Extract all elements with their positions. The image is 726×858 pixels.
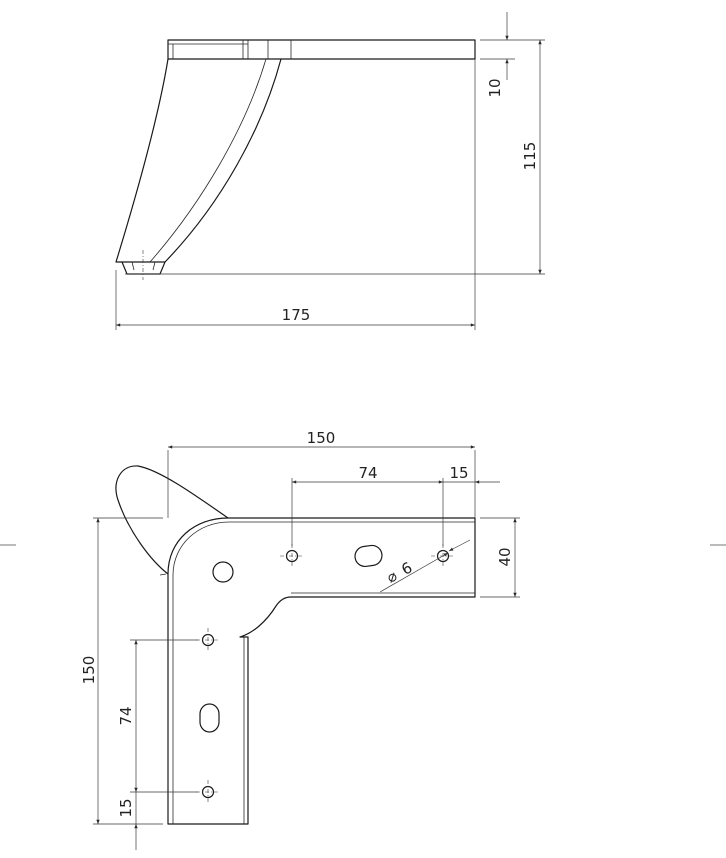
dim-hole-spacing-h: 74: [292, 464, 443, 484]
side-view: 10 115 175: [115, 12, 545, 330]
side-view-leg: [115, 58, 282, 280]
dim-length-label: 175: [282, 306, 311, 324]
dim-edge-offset-v-label: 15: [117, 798, 135, 817]
dim-hole-diameter-label: 6: [398, 558, 415, 578]
mount-hole-1: [280, 544, 304, 568]
dim-hole-spacing-v: 74: [117, 640, 138, 792]
dim-overall-width: 150: [168, 429, 475, 449]
leg-wing: [115, 465, 229, 575]
dim-hole-spacing-h-label: 74: [358, 464, 377, 482]
mount-hole-3: [196, 628, 220, 652]
dim-length: 175: [116, 306, 475, 327]
slot-vertical: [199, 703, 220, 733]
dim-edge-offset-v: 15: [117, 792, 138, 850]
dim-edge-offset-h: 15: [443, 464, 500, 484]
dim-height: 115: [521, 40, 542, 274]
top-view: 150 74 15 40 150 74: [80, 429, 520, 850]
dim-thickness-label: 10: [486, 78, 504, 97]
dim-arm-width-label: 40: [496, 547, 514, 566]
dim-hole-spacing-v-label: 74: [117, 706, 135, 725]
dim-hole-diameter: ⌀ 6: [379, 539, 471, 593]
dim-height-label: 115: [521, 142, 539, 171]
dim-thickness: 10: [486, 12, 509, 98]
dim-overall-height: 150: [80, 518, 100, 824]
leg-hole: [212, 561, 234, 583]
hole-diameter-symbol: ⌀: [384, 567, 400, 587]
mount-hole-4: [196, 780, 220, 804]
dim-overall-width-label: 150: [307, 429, 336, 447]
dim-arm-width: 40: [496, 518, 517, 597]
bracket-outline: [167, 517, 476, 825]
side-view-top-plate: [167, 39, 476, 60]
dim-edge-offset-h-label: 15: [449, 464, 468, 482]
dim-overall-height-label: 150: [80, 656, 98, 685]
slot-horizontal: [354, 544, 383, 568]
